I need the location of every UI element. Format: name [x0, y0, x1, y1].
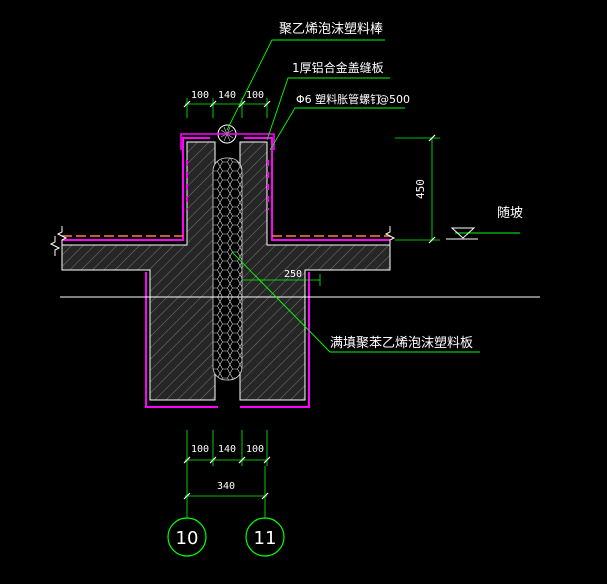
- slope-symbol: [450, 227, 476, 239]
- dim-top-left: 100: [191, 90, 209, 101]
- dim-height: 450: [414, 179, 427, 199]
- label-filler-board: 满填聚苯乙烯泡沫塑料板: [330, 336, 473, 351]
- waterproof-membrane: [62, 137, 390, 408]
- leader-lines: [226, 39, 520, 353]
- dim-bottom-left: 100: [191, 444, 209, 455]
- axis-label-left: 10: [176, 528, 199, 549]
- dim-offset: 250: [284, 269, 302, 280]
- right-concrete: [239, 141, 391, 401]
- axis-marker-right: 11: [245, 517, 285, 557]
- dim-bottom-right: 100: [246, 444, 264, 455]
- aluminum-cover-plate: [180, 133, 275, 150]
- dim-bottom-mid: 140: [218, 444, 236, 455]
- dim-top-right: 100: [246, 90, 264, 101]
- axis-marker-left: 10: [167, 517, 207, 557]
- dim-top-mid: 140: [218, 90, 236, 101]
- foam-filler-board: [212, 157, 243, 381]
- label-cover-plate: 1厚铝合金盖缝板: [292, 60, 384, 75]
- label-bolt: Φ6 塑料胀管螺钉: [296, 92, 381, 106]
- label-slope: 随坡: [497, 206, 523, 221]
- dim-total: 340: [217, 481, 235, 492]
- dimension-ticks: [183, 100, 436, 500]
- axis-label-right: 11: [254, 528, 277, 549]
- left-concrete: [61, 141, 216, 401]
- label-bolt-spacing: @500: [378, 93, 410, 106]
- label-foam-rod: 聚乙烯泡沫塑料棒: [279, 22, 383, 37]
- break-lines: [49, 226, 396, 256]
